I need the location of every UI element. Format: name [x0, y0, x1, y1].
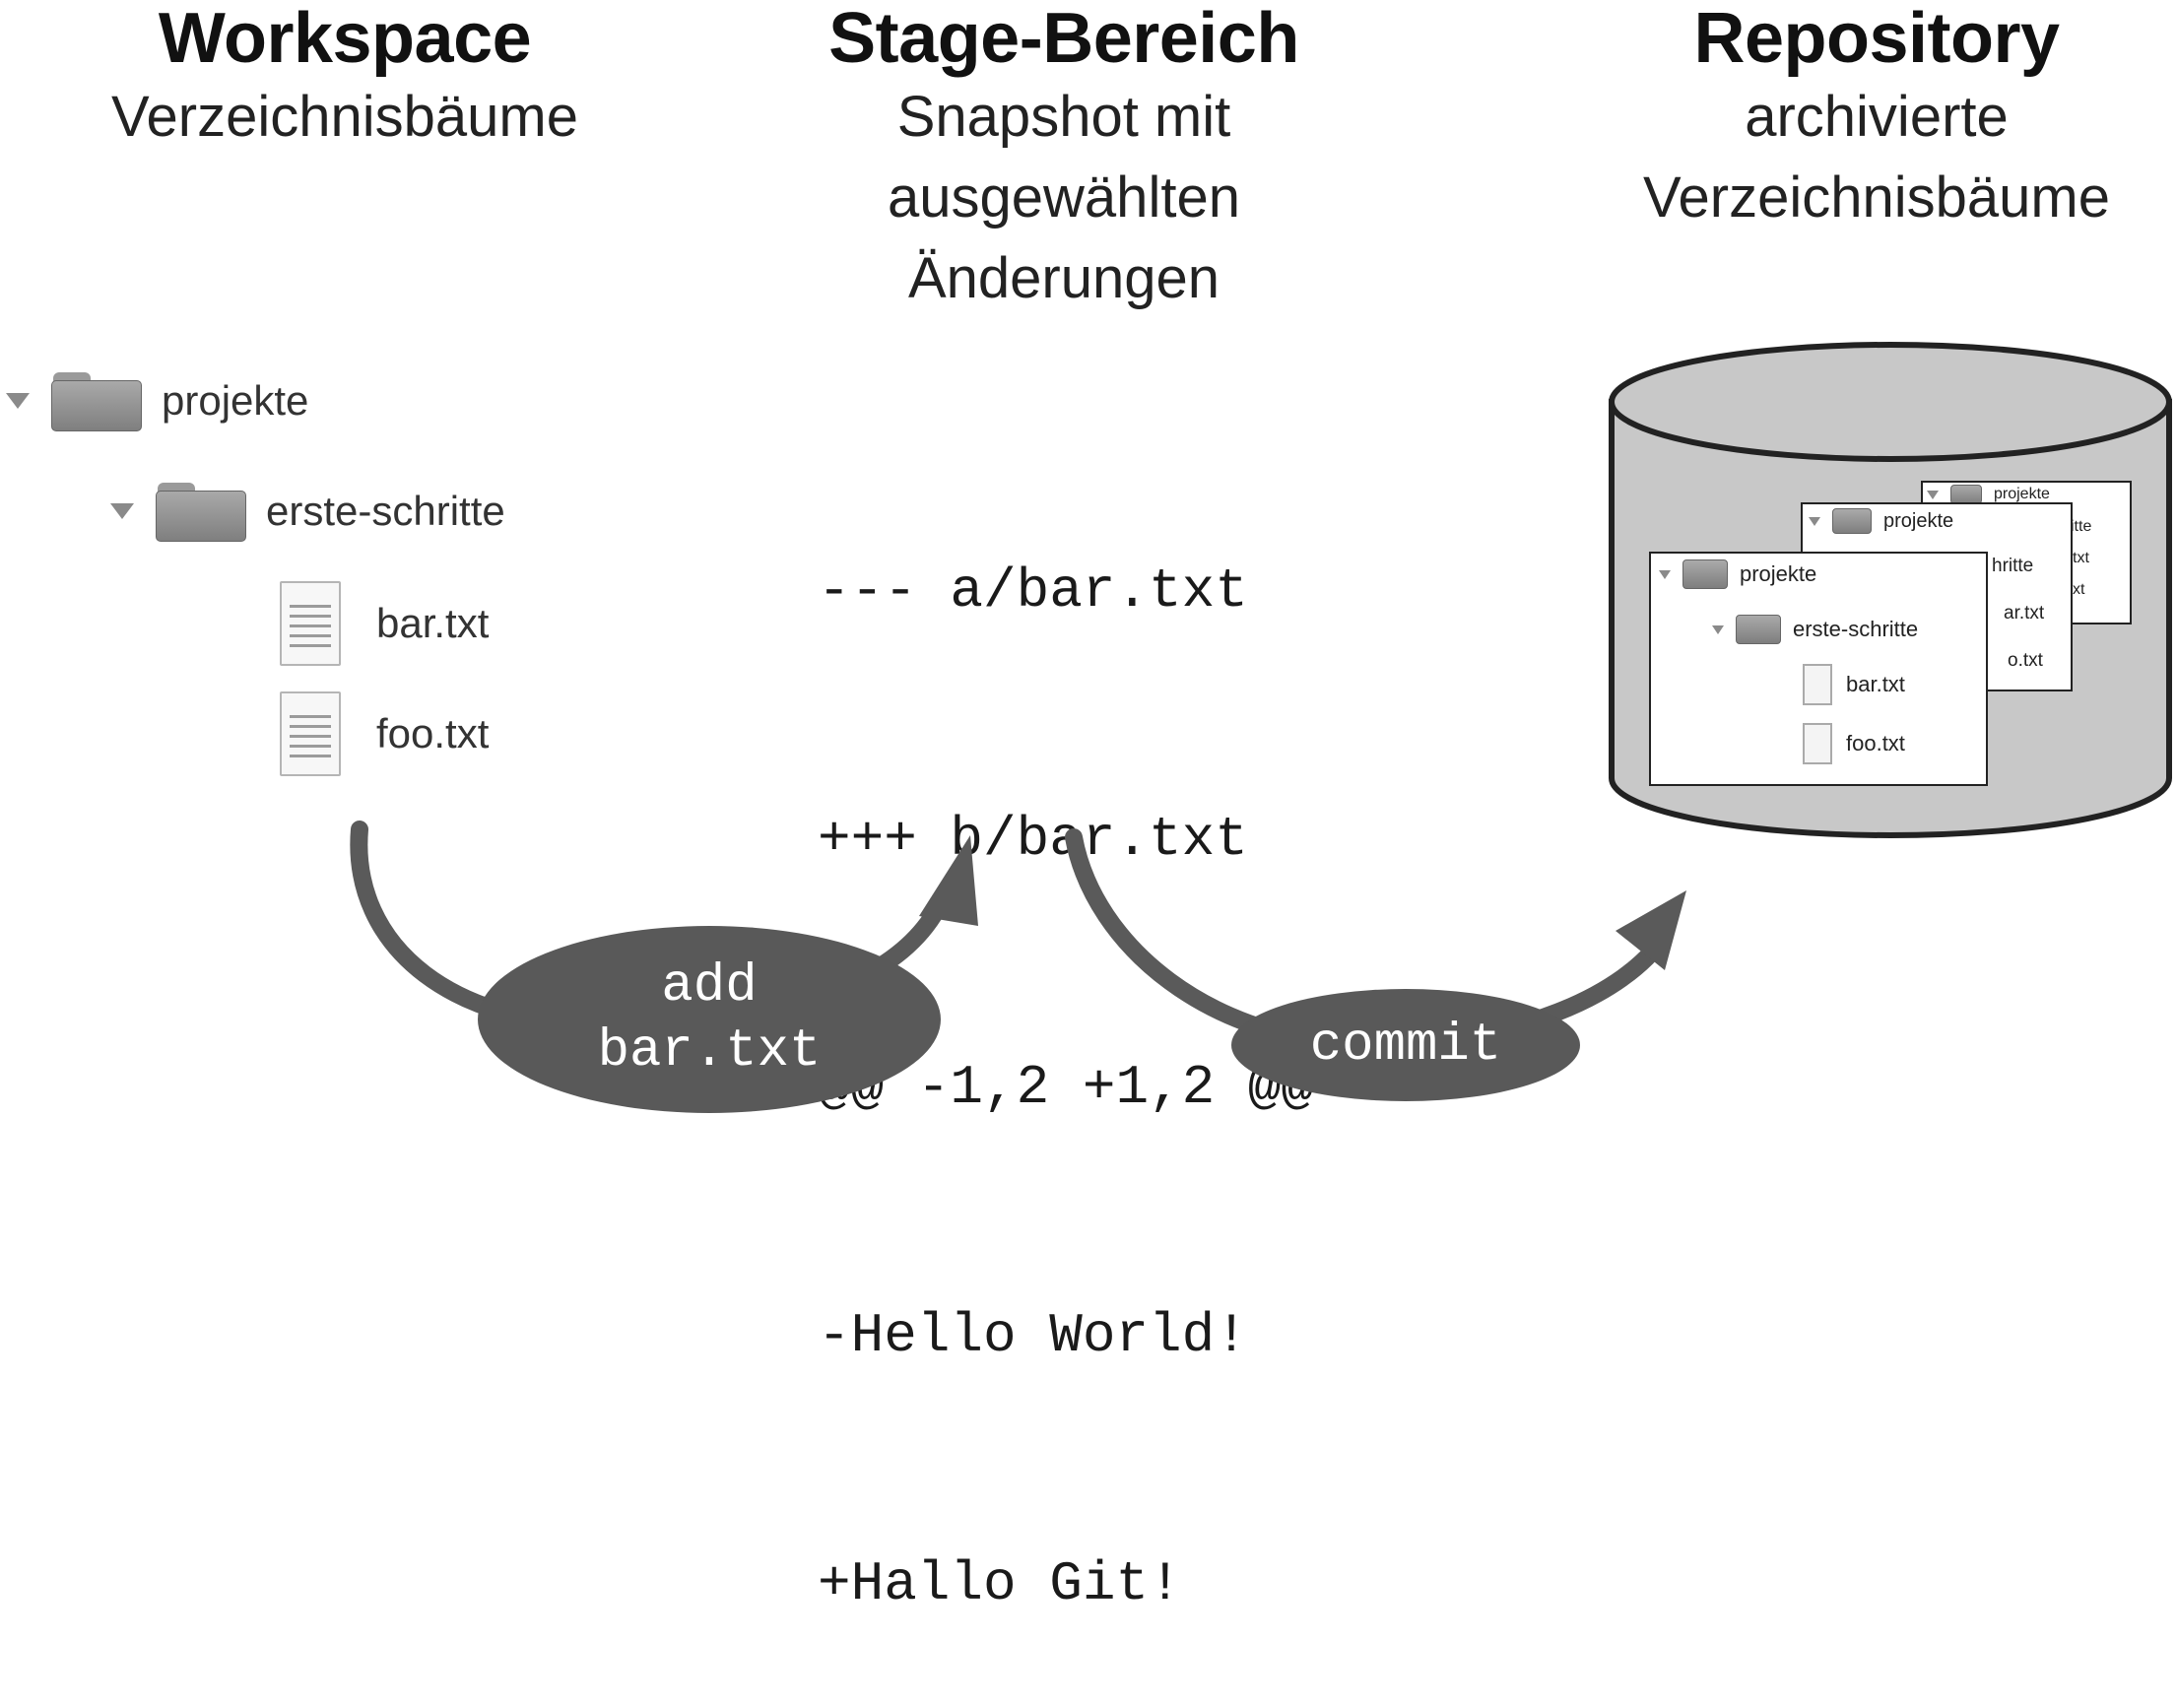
snapshot-file-label: foo.txt	[1846, 731, 1905, 755]
repository-header: Repository archivierte Verzeichnisbäume	[1576, 0, 2177, 238]
snapshot-root-label: projekte	[1994, 486, 2050, 502]
text-file-icon	[280, 581, 341, 666]
text-file-icon	[1803, 664, 1832, 705]
snapshot-fragment: o.txt	[2008, 650, 2043, 671]
text-file-icon	[1803, 723, 1832, 764]
snapshot-window-front: projekte erste-schritte bar.txt foo.txt	[1649, 552, 1988, 786]
disclosure-triangle-icon	[110, 503, 134, 519]
file-label: foo.txt	[376, 710, 490, 756]
snapshot-fragment: itte	[2071, 518, 2092, 535]
diff-line: -Hello World!	[818, 1304, 1248, 1367]
stage-subtitle-line-3: Änderungen	[907, 246, 1220, 310]
add-arrowhead-icon	[919, 835, 978, 926]
disclosure-triangle-icon	[1659, 569, 1671, 579]
snapshot-fragment: xt	[2073, 581, 2085, 598]
diff-line: +Hallo Git!	[818, 1552, 1182, 1615]
add-action-file: bar.txt	[597, 1021, 822, 1082]
disclosure-triangle-icon	[1712, 624, 1724, 634]
disclosure-triangle-icon	[1927, 490, 1939, 499]
add-action-label: add	[661, 956, 758, 1017]
folder-icon	[51, 372, 142, 431]
snapshot-subfolder-label: erste-schritte	[1793, 617, 1919, 641]
snapshot-fragment: txt	[2073, 550, 2089, 566]
repository-subtitle-line-2: Verzeichnisbäume	[1643, 165, 2110, 230]
repository-subtitle-line-1: archivierte	[1745, 85, 2009, 149]
folder-label: projekte	[162, 377, 309, 424]
folder-label: erste-schritte	[266, 488, 505, 534]
disclosure-triangle-icon	[1809, 516, 1820, 526]
diff-line: +++ b/bar.txt	[818, 808, 1248, 871]
commit-action-bubble: commit	[1231, 989, 1580, 1101]
stage-subtitle-line-2: ausgewählten	[888, 165, 1240, 230]
snapshot-root-label: projekte	[1883, 509, 1954, 532]
diff-line: --- a/bar.txt	[818, 559, 1248, 623]
repository-cylinder-top	[1609, 342, 2172, 462]
workspace-header: Workspace Verzeichnisbäume	[30, 0, 660, 158]
tree-row-projekte: projekte	[6, 372, 309, 431]
snapshot-fragment: ar.txt	[2004, 603, 2045, 624]
snapshot-root-label: projekte	[1740, 561, 1817, 586]
text-file-icon	[280, 691, 341, 776]
stage-subtitle-line-1: Snapshot mit	[896, 85, 1231, 149]
folder-icon	[1950, 485, 1982, 504]
add-action-bubble: add bar.txt	[478, 926, 941, 1113]
stage-title: Stage-Bereich	[828, 0, 1299, 78]
folder-icon	[156, 483, 246, 542]
commit-action-label: commit	[1309, 1015, 1502, 1076]
tree-row-foo-txt: foo.txt	[280, 691, 489, 776]
snapshot-fragment: hritte	[1992, 556, 2034, 576]
tree-row-bar-txt: bar.txt	[280, 581, 489, 666]
file-label: bar.txt	[376, 600, 490, 646]
disclosure-triangle-icon	[6, 393, 30, 409]
repository-title: Repository	[1693, 0, 2060, 78]
folder-icon	[1832, 508, 1872, 534]
folder-icon	[1682, 559, 1728, 589]
commit-arrowhead-icon	[1616, 890, 1686, 970]
workspace-title: Workspace	[158, 0, 532, 78]
folder-icon	[1736, 615, 1781, 644]
tree-row-erste-schritte: erste-schritte	[110, 483, 505, 542]
workspace-subtitle: Verzeichnisbäume	[111, 85, 578, 149]
snapshot-file-label: bar.txt	[1846, 672, 1905, 696]
stage-header: Stage-Bereich Snapshot mit ausgewählten …	[749, 0, 1379, 319]
